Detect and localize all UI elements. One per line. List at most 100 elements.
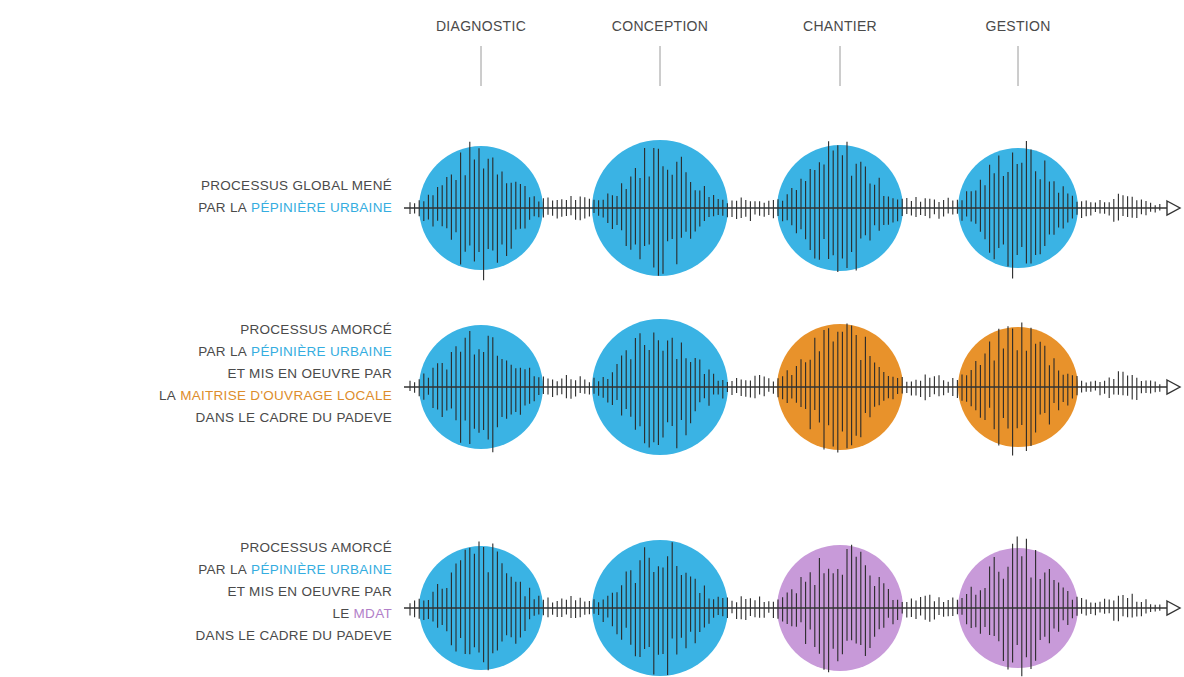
wave-stroke [851,326,852,446]
wave-stroke [966,594,967,624]
wave-stroke [1136,602,1137,617]
wave-stroke [713,374,714,395]
wave-stroke [874,586,875,637]
wave-stroke [796,366,797,403]
wave-stroke [1012,544,1013,663]
wave-stroke [616,196,617,225]
wave-stroke [497,175,498,263]
wave-stroke [474,354,475,428]
axis-arrow [1167,380,1180,394]
label-line: ET MIS EN OEUVRE PAR [0,581,392,603]
wave-stroke [1099,602,1100,613]
wave-stroke [846,323,847,448]
wave-stroke [1026,539,1027,658]
wave-stroke [957,600,958,614]
wave-stroke [943,602,944,617]
wave-stroke [897,378,898,394]
wave-stroke [593,200,594,213]
wave-stroke [920,597,921,616]
wave-stroke [695,358,696,411]
phase-heading: DIAGNOSTIC [436,18,526,34]
row-label: PROCESSUS AMORCÉPAR LAPÉPINIÈRE URBAINEE… [0,537,392,647]
wave-stroke [764,602,765,618]
wave-stroke [1159,384,1160,392]
wave-stroke [460,352,461,443]
wave-stroke [883,196,884,225]
wave-stroke [980,365,981,418]
wave-stroke [1081,201,1082,218]
wave-stroke [437,187,438,221]
wave-stroke [557,200,558,218]
wave-stroke [846,142,847,268]
wave-stroke [975,191,976,224]
wave-stroke [635,583,636,656]
wave-stroke [423,201,424,221]
wave-stroke [961,200,962,220]
wave-stroke [800,359,801,407]
wave-stroke [759,375,760,395]
wave-stroke [1044,573,1045,637]
wave-stroke [989,341,990,407]
wave-stroke [1012,152,1013,278]
wave-stroke [805,181,806,239]
wave-stroke [773,602,774,618]
axis-arrow [1167,201,1180,215]
wave-stroke [474,554,475,647]
wave-stroke [860,360,861,437]
wave-stroke [823,330,824,449]
wave-stroke [1053,580,1054,629]
label-line: ET MIS EN OEUVRE PAR [0,363,392,385]
wave-stroke [649,558,650,647]
wave-stroke [1058,193,1059,228]
wave-stroke [1026,141,1027,263]
wave-stroke [736,378,737,393]
wave-stroke [819,162,820,259]
wave-stroke [971,191,972,221]
wave-stroke [1044,346,1045,413]
wave-stroke [603,599,604,622]
wave-stroke [837,332,838,453]
wave-stroke [750,598,751,616]
wave-stroke [1109,600,1110,614]
wave-stroke [1053,358,1054,403]
wave-stroke [432,368,433,408]
label-text: PAR LA [198,562,247,577]
process-row [404,537,1180,677]
header-tick [660,46,661,86]
wave-stroke [851,545,852,640]
wave-stroke [915,600,916,618]
wave-stroke [856,557,857,644]
wave-stroke [478,542,479,653]
wave-stroke [506,360,507,418]
wave-stroke [837,569,838,661]
wave-stroke [538,596,539,615]
wave-stroke [745,380,746,397]
wave-stroke [1021,163,1022,247]
wave-stroke [676,359,677,448]
label-text: PROCESSUS AMORCÉ [240,540,392,555]
wave-stroke [915,197,916,217]
wave-stroke [810,360,811,430]
wave-stroke [833,573,834,648]
wave-stroke [879,178,880,231]
wave-stroke [860,162,861,239]
wave-stroke [1118,194,1119,221]
wave-stroke [1127,196,1128,217]
phase-heading: CONCEPTION [612,18,708,34]
wave-stroke [805,362,806,409]
wave-stroke [497,356,498,427]
wave-stroke [800,179,801,230]
wave-stroke [911,382,912,396]
wave-stroke [1049,365,1050,424]
wave-stroke [1007,172,1008,266]
wave-stroke [1017,537,1018,646]
wave-stroke [966,191,967,216]
wave-stroke [667,170,668,242]
wave-stroke [446,177,447,228]
actor-name: PÉPINIÈRE URBAINE [251,344,392,359]
wave-stroke [713,195,714,216]
wave-stroke [635,338,636,430]
wave-stroke [1030,149,1031,263]
